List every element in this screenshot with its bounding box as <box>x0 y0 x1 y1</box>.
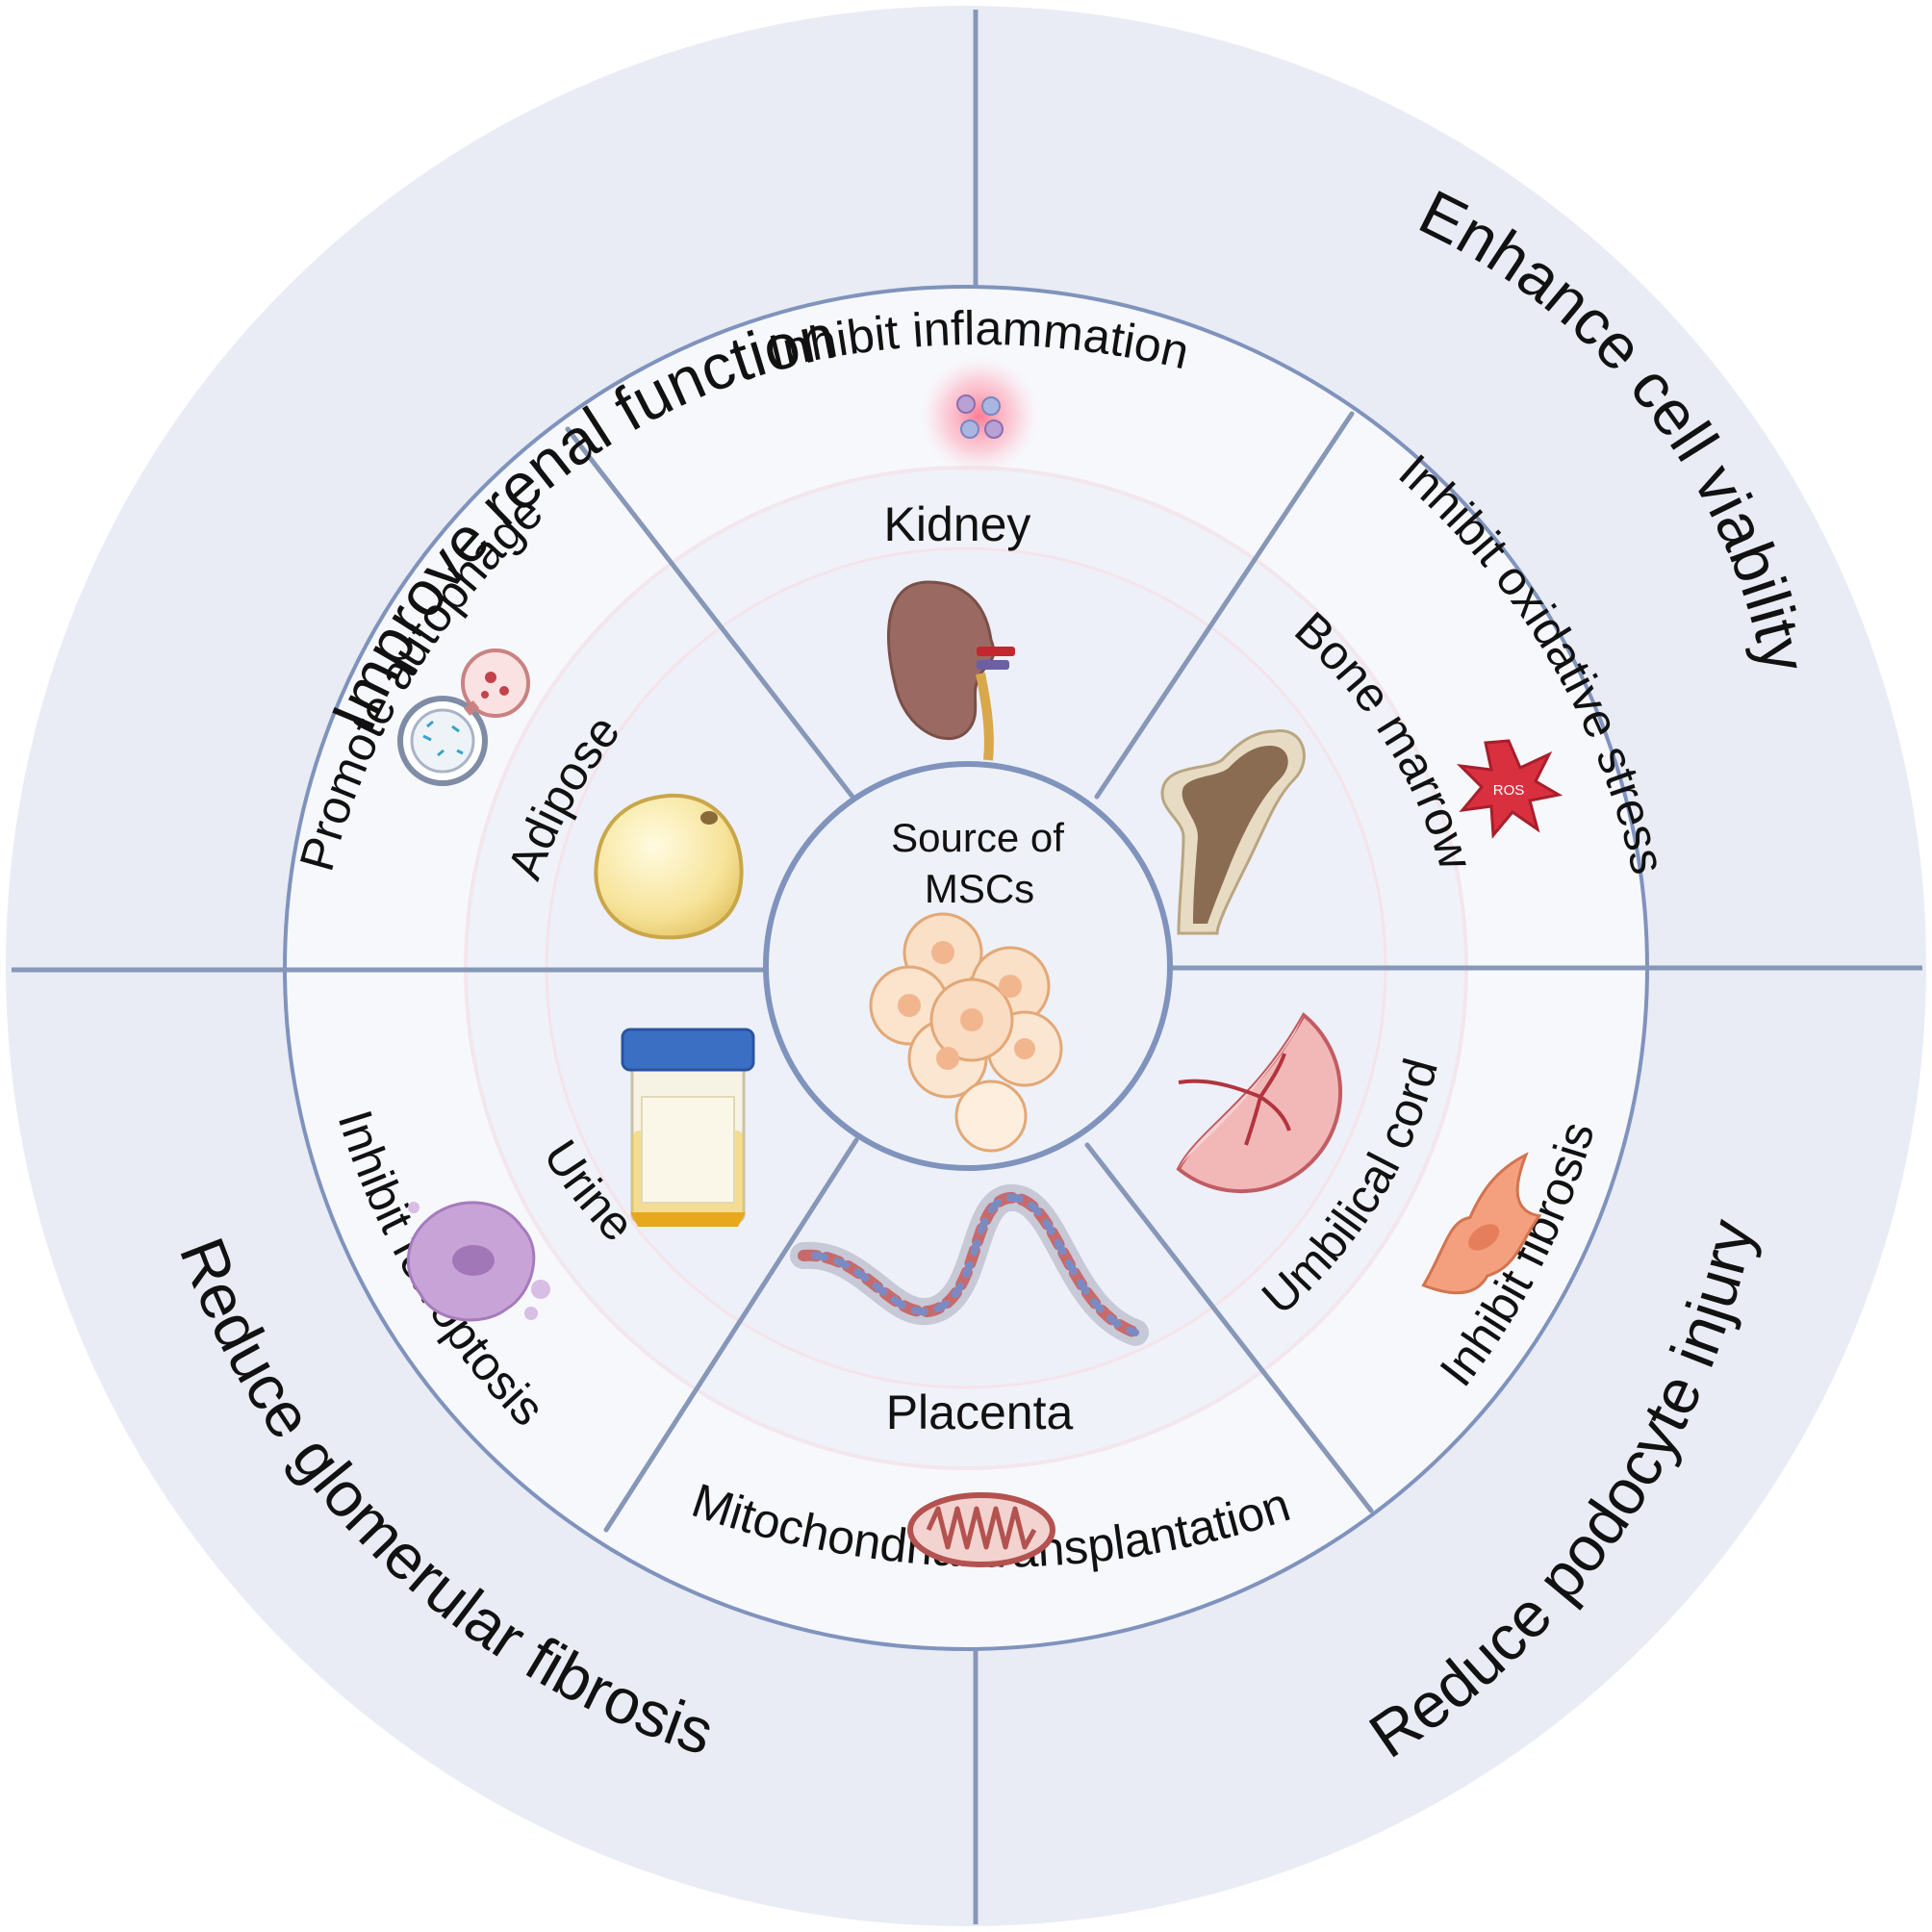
inflammation-cells-icon <box>920 356 1039 475</box>
source-label-placenta: Placenta <box>886 1385 1074 1439</box>
umbilical-cord-icon <box>1176 1011 1343 1194</box>
center-title-line1: Source of <box>891 815 1064 860</box>
urine-cup-icon <box>621 1028 755 1227</box>
autophagosome-icon <box>397 648 530 786</box>
center-title-line2: MSCs <box>925 866 1034 911</box>
svg-text:ROS: ROS <box>1493 782 1525 799</box>
fibroblast-icon <box>1421 1152 1542 1295</box>
kidney-icon <box>887 580 1015 761</box>
ros-star-icon: ROS <box>1456 739 1563 839</box>
source-label-kidney: Kidney <box>884 497 1031 551</box>
placenta-icon <box>790 1184 1149 1346</box>
adipocyte-icon <box>594 793 744 940</box>
bone-marrow-icon <box>1160 729 1306 935</box>
mitochondrion-icon <box>907 1492 1055 1567</box>
spokes <box>282 411 1650 1533</box>
ferroptosis-cell-icon <box>406 1201 550 1322</box>
msc-cluster-icon <box>869 912 1063 1153</box>
